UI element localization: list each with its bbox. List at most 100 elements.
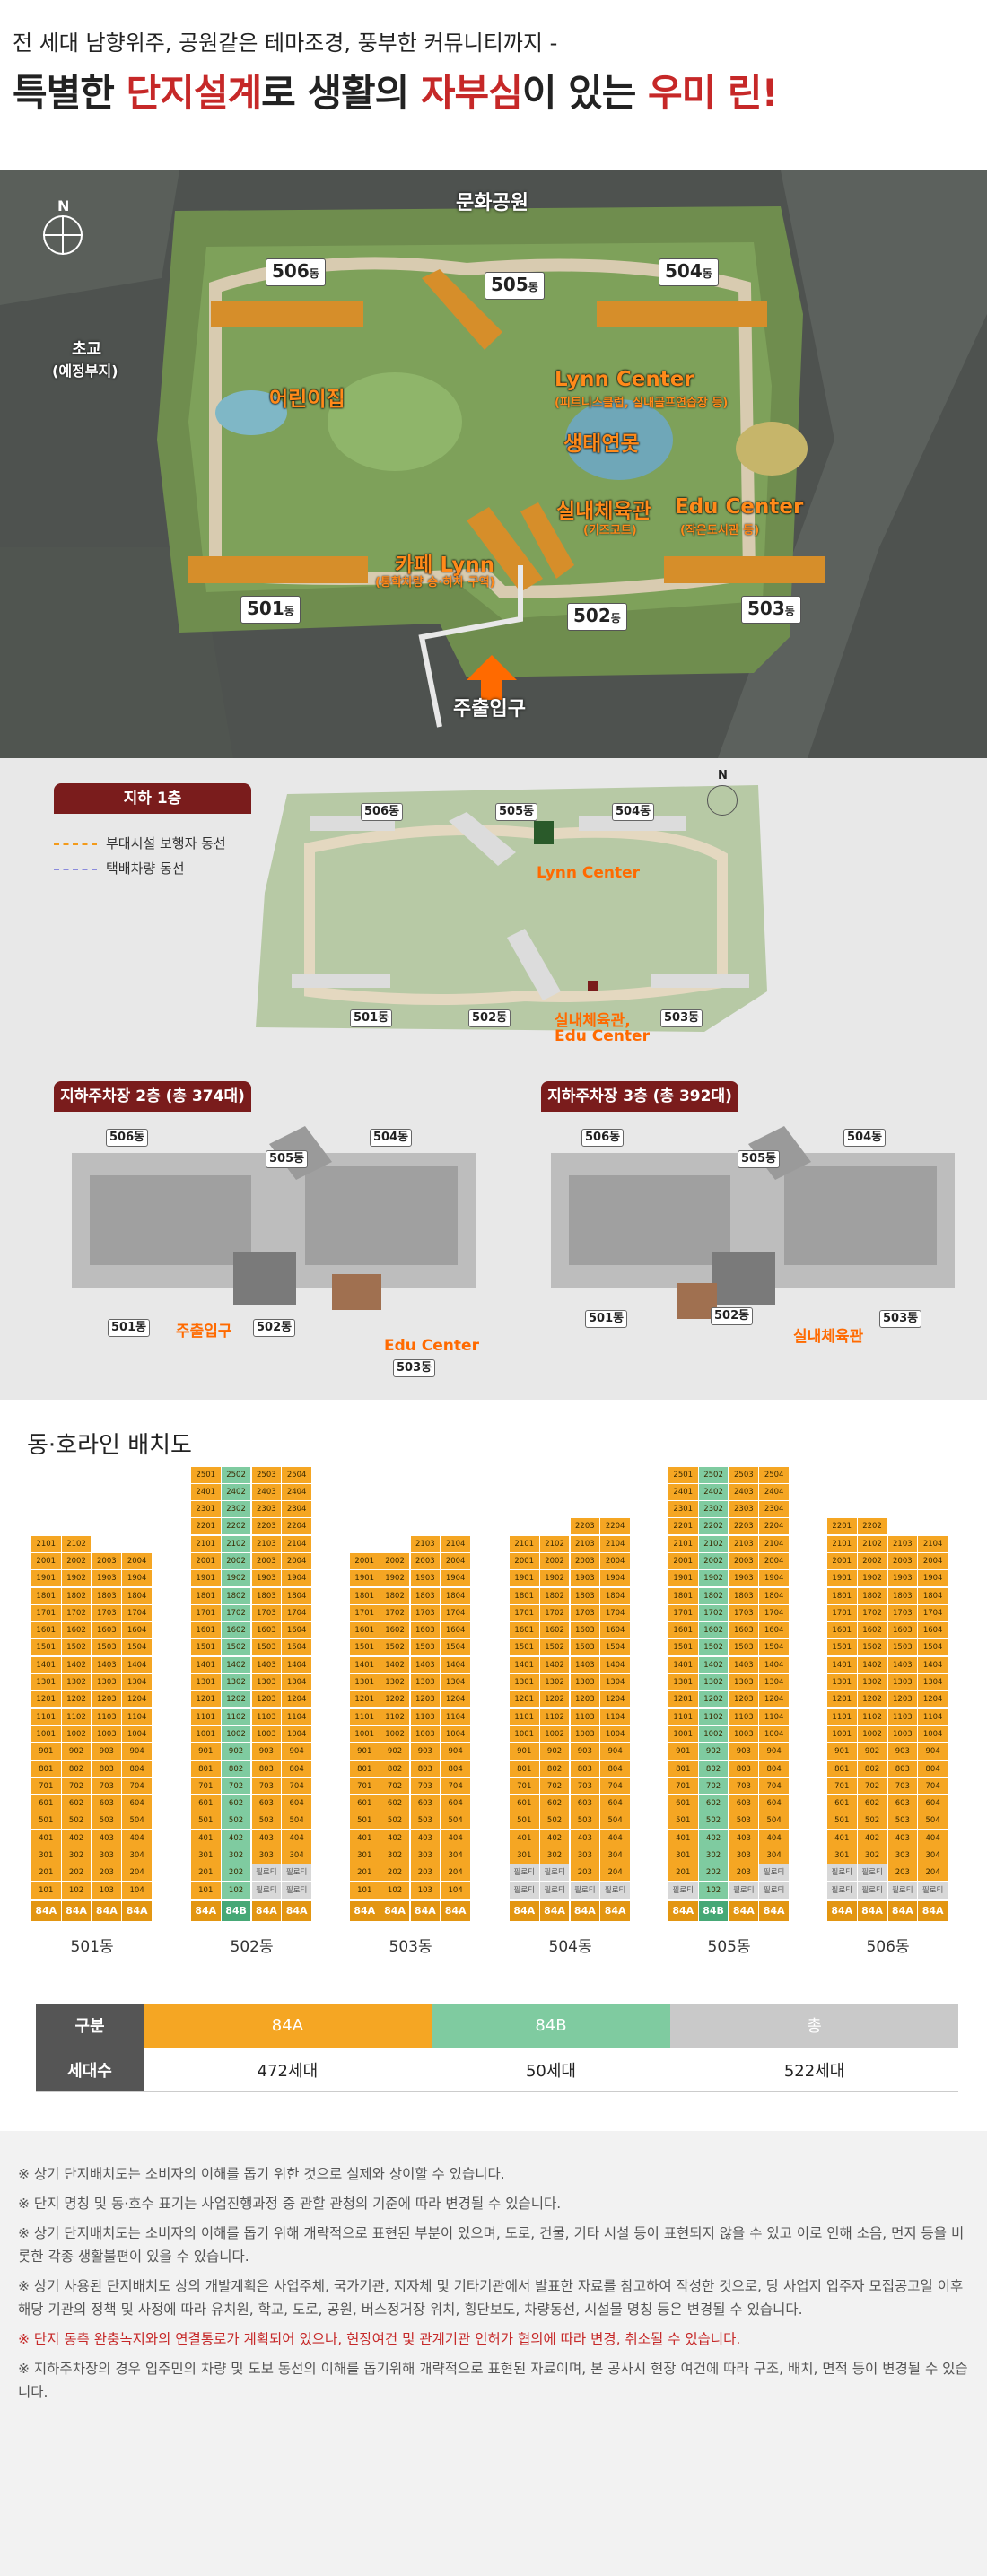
unit-cell: 303 — [410, 1847, 441, 1864]
b3-building-503: 503동 — [879, 1310, 922, 1328]
b2-entrance-label: 주출입구 — [176, 1323, 232, 1340]
unit-cell: 1504 — [759, 1639, 789, 1656]
b1-north-label: N — [718, 769, 728, 782]
unit-cell: 1402 — [221, 1656, 251, 1673]
building-suffix: 동 — [378, 1011, 389, 1025]
unit-cell: 1303 — [887, 1674, 918, 1691]
unit-cell: 703 — [570, 1777, 600, 1794]
unit-cell: 1301 — [510, 1674, 539, 1691]
building-suffix: 동 — [134, 1131, 145, 1144]
unit-cell: 1602 — [857, 1622, 887, 1639]
count-84a: 472세대 — [144, 2048, 432, 2092]
unit-cell: 204 — [441, 1864, 470, 1882]
unit-type-label: 84A — [539, 1900, 570, 1921]
unit-cell: 401 — [510, 1829, 539, 1847]
unit-cell: 701 — [510, 1777, 539, 1794]
unit-cell: 2304 — [759, 1501, 789, 1518]
empty-cell — [540, 1518, 570, 1534]
unit-cell: 1501 — [668, 1639, 698, 1656]
unit-cell: 1604 — [441, 1622, 470, 1639]
unit-cell: 803 — [92, 1760, 122, 1777]
edu-center-sub: (작은도서관 등) — [680, 524, 760, 537]
unit-type-label: 84A — [31, 1900, 61, 1921]
unit-cell: 2103 — [251, 1535, 282, 1552]
entrance-label: 주출입구 — [453, 698, 526, 720]
unit-cell: 1804 — [600, 1587, 630, 1604]
unit-cell: 801 — [350, 1760, 380, 1777]
unit-cell: 1101 — [350, 1708, 380, 1725]
unit-cell: 1404 — [441, 1656, 470, 1673]
building-number: 505 — [741, 1152, 766, 1166]
unit-cell: 1902 — [857, 1570, 887, 1587]
unit-type-label: 84A — [887, 1900, 918, 1921]
unit-cell: 2102 — [221, 1535, 251, 1552]
unit-cell: 1503 — [729, 1639, 759, 1656]
unit-cell: 401 — [668, 1829, 698, 1847]
unit-cell: 2504 — [282, 1466, 311, 1483]
unit-cell: 2001 — [191, 1552, 221, 1569]
building-suffix: 동 — [528, 281, 538, 293]
unit-cell: 1502 — [857, 1639, 887, 1656]
unit-layout-title: 동·호라인 배치도 — [27, 1432, 192, 1459]
unit-cell: 1904 — [441, 1570, 470, 1587]
unit-cell: 202 — [221, 1864, 251, 1882]
building-suffix: 동 — [609, 1131, 621, 1144]
piloti-cell: 필로티 — [282, 1882, 311, 1899]
unit-cell: 404 — [441, 1829, 470, 1847]
unit-cell: 703 — [729, 1777, 759, 1794]
piloti-cell: 필로티 — [510, 1864, 539, 1882]
unit-cell: 1603 — [251, 1622, 282, 1639]
unit-cell: 1001 — [350, 1725, 380, 1742]
b1-building-505: 505동 — [495, 803, 538, 821]
unit-cell: 2001 — [510, 1552, 539, 1569]
unit-cell: 1903 — [410, 1570, 441, 1587]
unit-cell: 2001 — [827, 1552, 857, 1569]
unit-cell: 2103 — [729, 1535, 759, 1552]
unit-cell: 1101 — [510, 1708, 539, 1725]
header: 전 세대 남향위주, 공원같은 테마조경, 풍부한 커뮤니티까지 - 특별한 단… — [0, 0, 987, 170]
subtitle: 전 세대 남향위주, 공원같은 테마조경, 풍부한 커뮤니티까지 - — [13, 31, 558, 56]
title-brand: 우미 린 — [648, 71, 763, 115]
unit-cell: 803 — [887, 1760, 918, 1777]
unit-cell: 1404 — [600, 1656, 630, 1673]
unit-cell: 1703 — [410, 1604, 441, 1621]
compass-line — [43, 234, 83, 236]
unit-cell: 1202 — [221, 1691, 251, 1708]
legend-pedestrian: 부대시설 보행자 동선 — [54, 834, 226, 852]
unit-cell: 1402 — [698, 1656, 729, 1673]
b1-building-503: 503동 — [660, 1009, 703, 1027]
unit-cell: 1204 — [759, 1691, 789, 1708]
unit-cell: 202 — [61, 1864, 92, 1882]
unit-cell: 1303 — [410, 1674, 441, 1691]
legend-text: 부대시설 보행자 동선 — [106, 835, 226, 851]
unit-cell: 801 — [31, 1760, 61, 1777]
unit-cell: 1601 — [191, 1622, 221, 1639]
unit-cell: 2203 — [729, 1518, 759, 1535]
unit-cell: 702 — [857, 1777, 887, 1794]
unit-cell: 1304 — [441, 1674, 470, 1691]
unit-cell: 403 — [887, 1829, 918, 1847]
unit-cell: 2503 — [729, 1466, 759, 1483]
unit-cell: 904 — [122, 1743, 152, 1760]
unit-cell: 804 — [282, 1760, 311, 1777]
unit-cell: 304 — [600, 1847, 630, 1864]
unit-cell: 804 — [600, 1760, 630, 1777]
note-item: ※ 지하주차장의 경우 입주민의 차량 및 도보 동선의 이해를 돕기위해 개략… — [18, 2361, 968, 2400]
unit-cell: 703 — [887, 1777, 918, 1794]
unit-cell: 1803 — [251, 1587, 282, 1604]
unit-cell: 1204 — [441, 1691, 470, 1708]
unit-cell: 802 — [698, 1760, 729, 1777]
unit-cell: 2403 — [729, 1483, 759, 1500]
unit-cell: 603 — [729, 1795, 759, 1812]
notes-section: ※ 상기 단지배치도는 소비자의 이해를 돕기 위한 것으로 실제와 상이할 수… — [0, 2131, 987, 2576]
